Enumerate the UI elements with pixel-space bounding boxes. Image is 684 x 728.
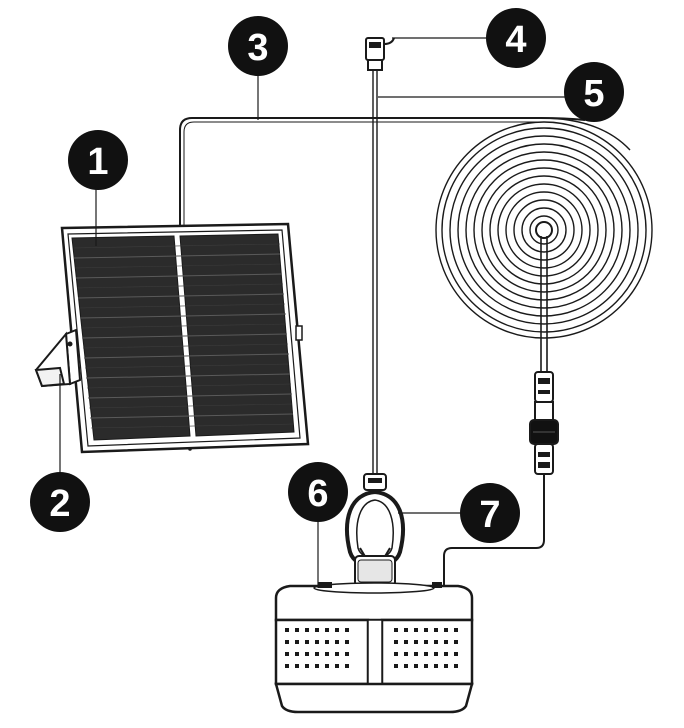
led-grid-left (285, 628, 349, 668)
callout-badge-5: 5 (564, 62, 624, 122)
power-cable (179, 117, 586, 232)
light-body (274, 582, 474, 714)
leader-lines (59, 37, 566, 588)
callout-badge-3: 3 (228, 16, 288, 76)
coil-lead (539, 117, 631, 151)
cable-connector (529, 371, 559, 475)
hanging-wire (372, 70, 378, 476)
carabiner-clip (345, 473, 405, 587)
callout-badge-4: 4 (486, 8, 546, 68)
callout-badge-2: 2 (30, 472, 90, 532)
svg-text:2: 2 (49, 483, 70, 525)
panel-stand (34, 328, 82, 388)
coiled-light-string (435, 121, 653, 339)
svg-text:7: 7 (479, 494, 500, 536)
callout-badge-7: 7 (460, 483, 520, 543)
solar-panel (60, 222, 310, 454)
light-top-cap (274, 584, 474, 622)
hanging-hook (365, 37, 395, 71)
svg-text:3: 3 (247, 27, 268, 69)
coil-down-lead (540, 236, 548, 372)
led-grid-right (394, 628, 458, 668)
power-cable-inner (183, 121, 540, 232)
svg-text:6: 6 (307, 473, 328, 515)
svg-text:4: 4 (505, 19, 526, 61)
callout-badge-6: 6 (288, 462, 348, 522)
svg-text:5: 5 (583, 73, 604, 115)
light-cable (443, 474, 545, 588)
callout-badge-1: 1 (68, 130, 128, 190)
svg-text:1: 1 (87, 141, 108, 183)
